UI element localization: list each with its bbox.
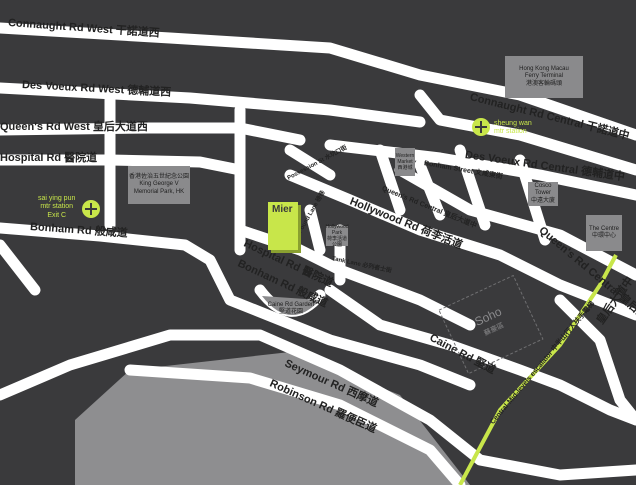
soho-area <box>438 274 544 375</box>
block-caine-garden <box>262 296 320 316</box>
road-left-edge <box>0 239 41 296</box>
mtr-icon-sheung-wan[interactable] <box>472 118 490 136</box>
label-hospital-top: Hospital Rd 醫院道 <box>0 152 98 164</box>
place-king-george-park: 香港佐治五世紀念公園 King George V Memorial Park, … <box>128 166 190 204</box>
road-queens-small <box>374 144 406 216</box>
mtr-icon-sai-ying-pun[interactable] <box>82 200 100 218</box>
road-queens-west <box>0 122 306 146</box>
road-hospital-top <box>0 154 246 176</box>
road-bonham-left <box>0 222 476 391</box>
place-caine-rd-garden: Caine Rd Garden 堅道花園 <box>267 301 315 315</box>
escalator-line <box>458 254 618 485</box>
road-bonham-st <box>414 159 446 221</box>
station-sai-ying-pun: sai ying pun mtr station Exit C <box>38 195 76 219</box>
place-western-market: Western Market 西港城 <box>395 148 415 176</box>
place-hollywood-park: Hollywood Park 荷李活道公園 <box>325 224 349 248</box>
place-hk-macau-ferry: Hong Kong Macau Ferry Terminal 港澳客輪碼頭 <box>505 56 583 98</box>
mier-location-marker[interactable]: Mier <box>268 202 298 250</box>
road-hollywood <box>284 169 636 321</box>
road-seymour <box>0 329 636 481</box>
road-robinson <box>124 364 466 485</box>
label-queens-west: Queen's Rd West 皇后大道西 <box>0 121 148 133</box>
road-right-curve <box>554 294 636 426</box>
road-caine <box>324 284 636 426</box>
road-lane-a <box>454 144 491 231</box>
road-pound <box>304 204 326 256</box>
road-connaught-west <box>0 22 636 141</box>
place-cosco-tower: Cosco Tower 中遠大廈 <box>528 182 558 206</box>
mier-label: Mier <box>272 204 293 215</box>
road-des-voeux-west <box>0 82 426 128</box>
station-sheung-wan: sheung wan mtr station <box>494 120 532 136</box>
road-possession <box>284 144 336 181</box>
place-the-centre: The Centre 中環中心 <box>586 215 622 251</box>
